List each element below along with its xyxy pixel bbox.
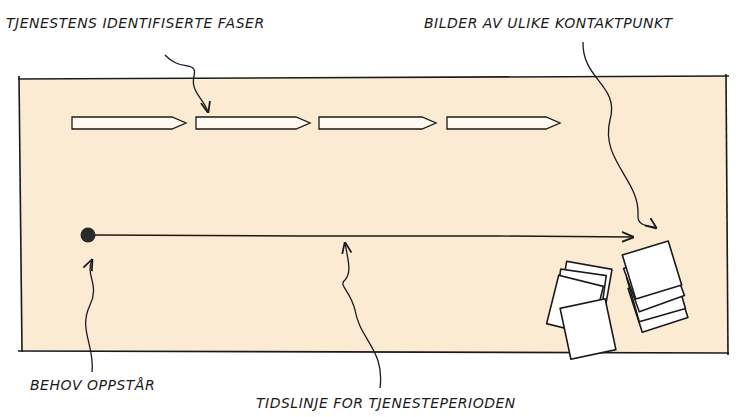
panel-edge: [726, 74, 728, 355]
phase-arrow: [319, 117, 436, 129]
leader-line: [86, 260, 94, 372]
phase-arrow: [72, 117, 186, 129]
panel-edge: [18, 76, 729, 79]
card: [622, 241, 681, 299]
phase-arrow: [196, 117, 310, 129]
leader-line: [583, 42, 656, 228]
phase-arrow: [447, 117, 560, 129]
leader-lines: [86, 42, 656, 388]
leader-line: [343, 243, 381, 388]
card: [560, 299, 616, 359]
start-dot: [81, 228, 96, 243]
timeline: [95, 235, 633, 237]
callout-label: TIDSLINJE FOR TJENESTEPERIODEN: [256, 396, 516, 410]
callout-label: TJENESTENS IDENTIFISERTE FASER: [6, 16, 265, 30]
leader-line: [165, 55, 208, 112]
panel-edge: [19, 76, 22, 352]
card-stacks: [547, 241, 688, 359]
panel-fill: [20, 77, 728, 352]
callout-label: BEHOV OPPSTÅR: [30, 378, 155, 392]
callout-label: BILDER AV ULIKE KONTAKTPUNKT: [424, 16, 673, 30]
phase-arrows: [72, 117, 560, 129]
